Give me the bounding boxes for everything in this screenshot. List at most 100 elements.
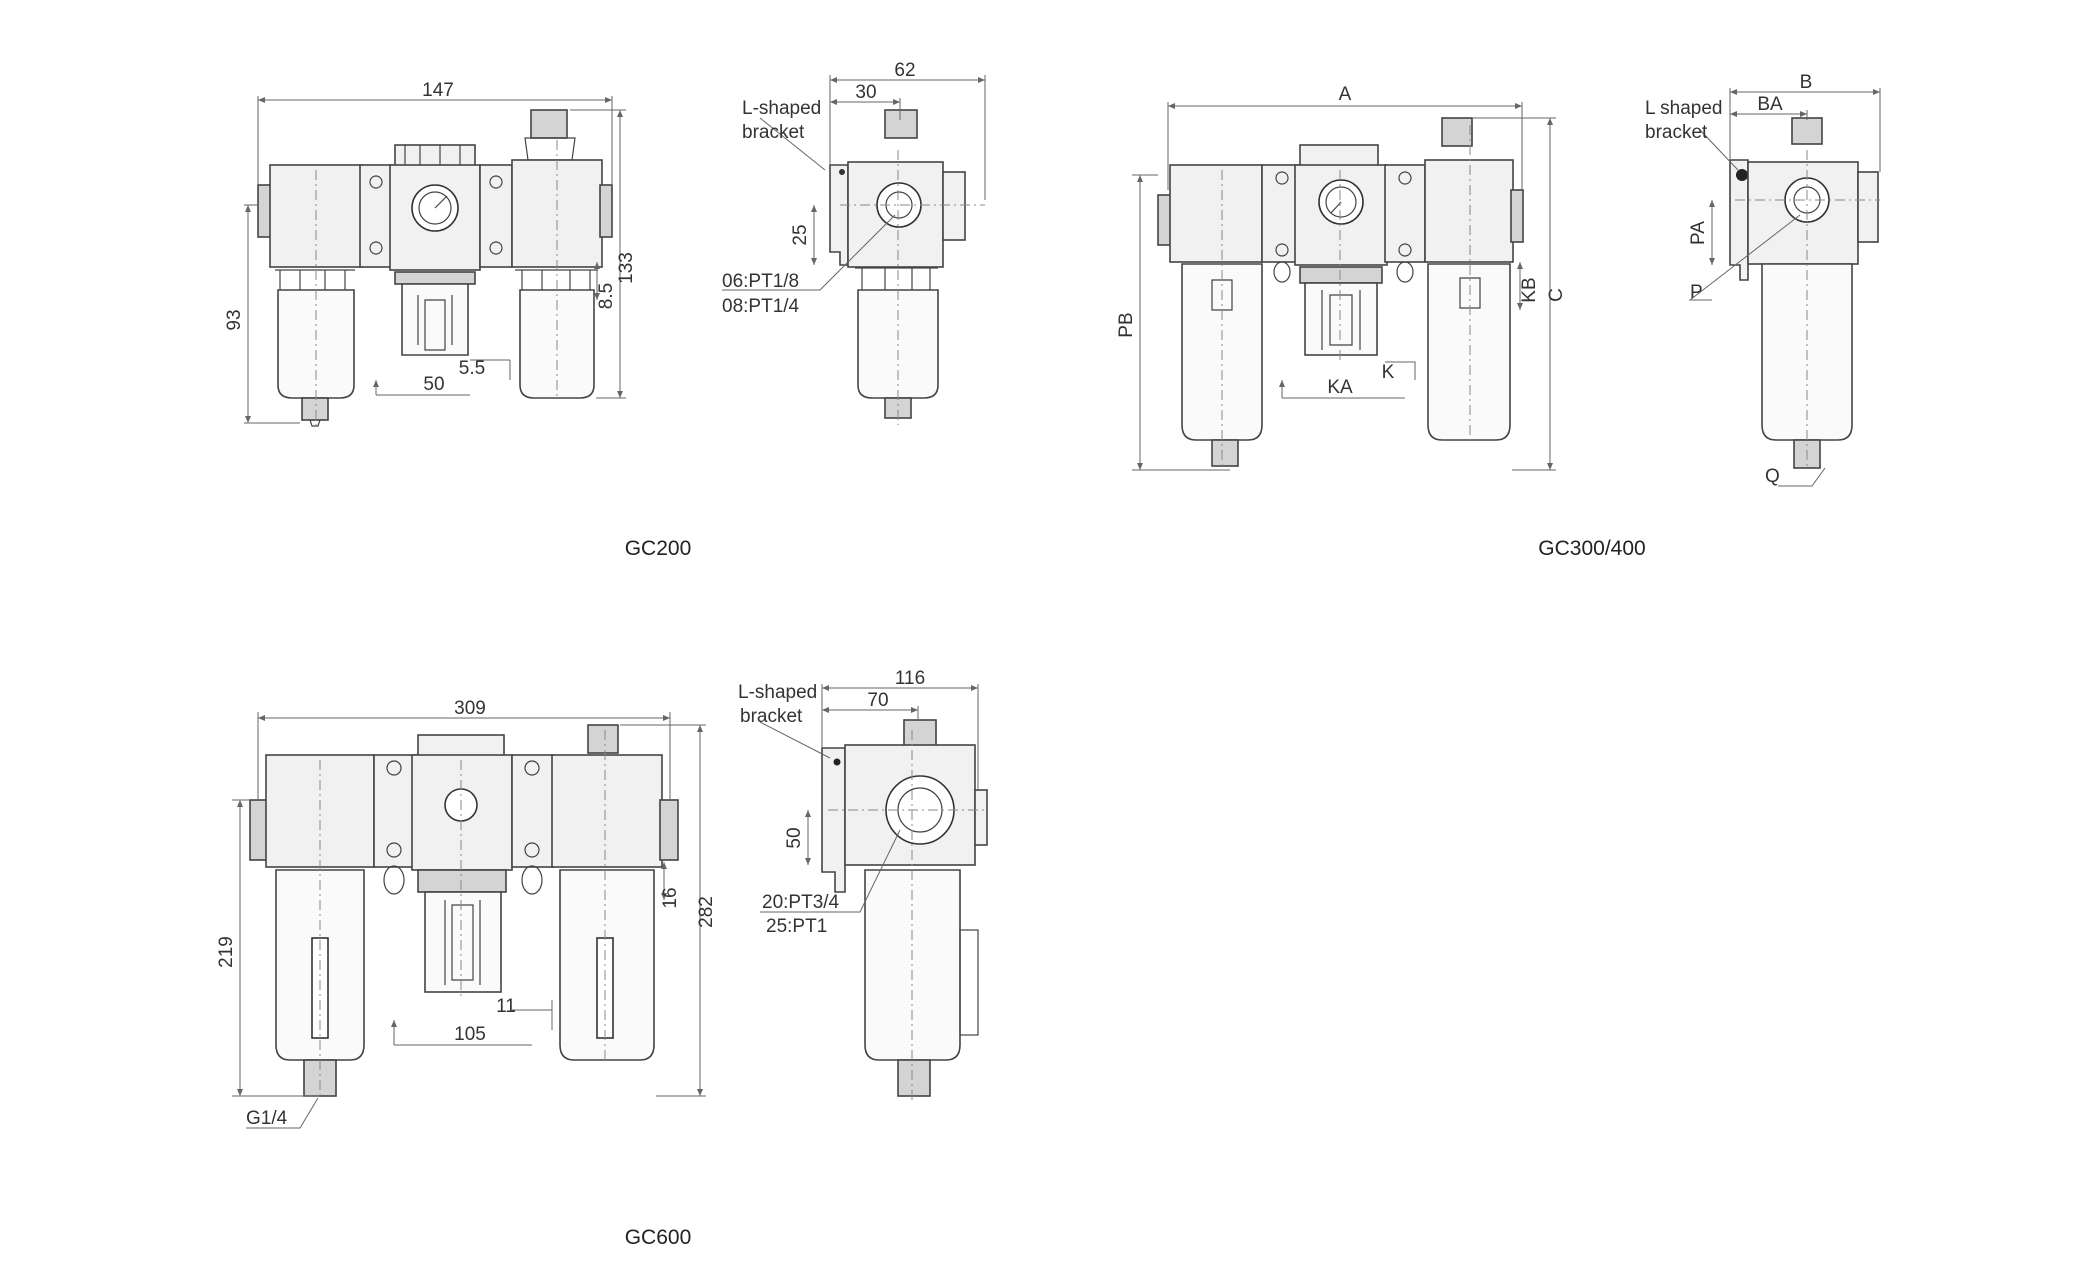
dim-line-offset [512, 1000, 553, 1030]
regulator-knob [424, 891, 502, 993]
screw-icon [369, 175, 383, 189]
port-label-1: 06:PT1/8 [722, 271, 799, 292]
dim-height-label: 219 [216, 936, 237, 968]
connector-bolt [383, 865, 405, 895]
side-overall-label: 62 [894, 60, 915, 81]
bracket-hole [839, 169, 845, 175]
screw-icon [386, 760, 402, 776]
side-height-label: PA [1688, 221, 1709, 245]
l-bracket [1729, 159, 1749, 281]
caption-gc600: GC600 [625, 1226, 692, 1249]
center-lines [315, 140, 558, 425]
regulator-cap [394, 144, 476, 168]
screw-icon [524, 760, 540, 776]
gc600-side-view: 116 70 L-shaped bracket 50 20:PT3/4 25:P… [738, 668, 988, 1100]
dim-total-height-label: 133 [616, 252, 637, 284]
sight-window [1211, 279, 1233, 311]
lubricator-adjust-screw [530, 109, 568, 139]
bracket-hole [833, 758, 841, 766]
screw-icon [1275, 171, 1289, 185]
port-label-2: 08:PT1/4 [722, 296, 800, 317]
connector-1 [373, 754, 417, 868]
lubricator-port-right [599, 184, 613, 238]
extension-lines [244, 204, 300, 424]
extension-lines [570, 109, 626, 399]
bracket-label-line2: bracket [742, 122, 805, 143]
filter-ring [275, 269, 355, 290]
dim-width-label: 147 [422, 80, 454, 101]
knob-grooves [444, 900, 481, 985]
bracket-label-line2: bracket [740, 706, 803, 727]
connector-1 [359, 164, 393, 268]
bracket-hole [1736, 169, 1748, 181]
regulator-cap [417, 734, 505, 758]
side-drain [897, 1059, 931, 1097]
dim-offset-label: K [1382, 362, 1395, 383]
connector-2 [1384, 164, 1426, 263]
bracket-label-line1: L shaped [1645, 98, 1722, 119]
screw-icon [524, 842, 540, 858]
dim-gap-label: KB [1519, 277, 1540, 302]
gauge-needle [1330, 201, 1342, 214]
extension-lines [829, 75, 986, 200]
dim-gap-label: 8.5 [596, 283, 617, 309]
dim-pitch-label: KA [1327, 377, 1353, 398]
gc200-side-view: 62 30 L-shaped bracket 25 06:PT1/8 08:PT… [722, 60, 986, 425]
extension-lines [1729, 88, 1881, 172]
extension-lines [1132, 174, 1230, 471]
side-height-label: 50 [784, 827, 805, 848]
screw-icon [1398, 243, 1412, 257]
screw-icon [1398, 171, 1412, 185]
filter-head [265, 754, 375, 868]
adjust-screw [1791, 117, 1823, 145]
drain-label: G1/4 [246, 1108, 288, 1129]
connector-bolt [1273, 261, 1291, 283]
dim-height-label: 93 [224, 309, 245, 330]
bracket-label-line1: L-shaped [742, 98, 821, 119]
gc600-front-view: 309 219 282 16 11 105 G1/4 [216, 698, 717, 1129]
side-center-lines [828, 730, 985, 1100]
gc300-400-front-view: A PB C KB K KA [1116, 84, 1567, 471]
connector-2 [479, 164, 513, 268]
dim-width-label: A [1339, 84, 1352, 105]
regulator-lock-ring [417, 869, 507, 893]
dim-total-height-label: C [1546, 288, 1567, 302]
gauge-needle [434, 195, 448, 209]
side-offset-label: BA [1757, 94, 1783, 115]
dim-line-pitch [394, 1020, 532, 1046]
dim-pitch-label: 50 [423, 374, 444, 395]
adjust-screw [884, 109, 918, 139]
port-label: P [1690, 282, 1703, 303]
dim-offset-label: 11 [496, 996, 516, 1017]
gauge-dial [418, 191, 452, 225]
center-lines [1221, 125, 1471, 470]
knob-grooves [417, 295, 453, 351]
gc300-400-side-view: B BA L shaped bracket PA P Q [1645, 72, 1881, 487]
filter-drain-tip [309, 419, 321, 427]
regulator-lock-ring [1299, 266, 1383, 284]
drain-label: Q [1765, 466, 1780, 487]
lubricator-neck [524, 137, 576, 161]
extension-lines [1167, 102, 1523, 190]
l-bracket [829, 164, 849, 266]
screw-icon [489, 175, 503, 189]
side-center-lines [840, 150, 985, 425]
side-height-label: 25 [790, 224, 811, 245]
port-label-1: 20:PT3/4 [762, 892, 840, 913]
bracket-leader [759, 721, 831, 759]
filter-drain [301, 397, 329, 421]
regulator-lock-ring [394, 271, 476, 285]
l-bracket [821, 747, 846, 893]
adjust-screw [903, 719, 937, 749]
gc200-front-view: 147 93 133 8.5 5.5 50 [224, 80, 637, 427]
drain-leader [246, 1097, 319, 1129]
screw-icon [369, 241, 383, 255]
side-port [942, 171, 966, 241]
dim-line-pitch [376, 380, 470, 396]
lubricator-head [1424, 159, 1514, 263]
screw-icon [386, 842, 402, 858]
dim-gap-label: 16 [660, 887, 681, 908]
lubricator-adjust-screw [1441, 117, 1473, 147]
sight-window [1459, 277, 1481, 309]
